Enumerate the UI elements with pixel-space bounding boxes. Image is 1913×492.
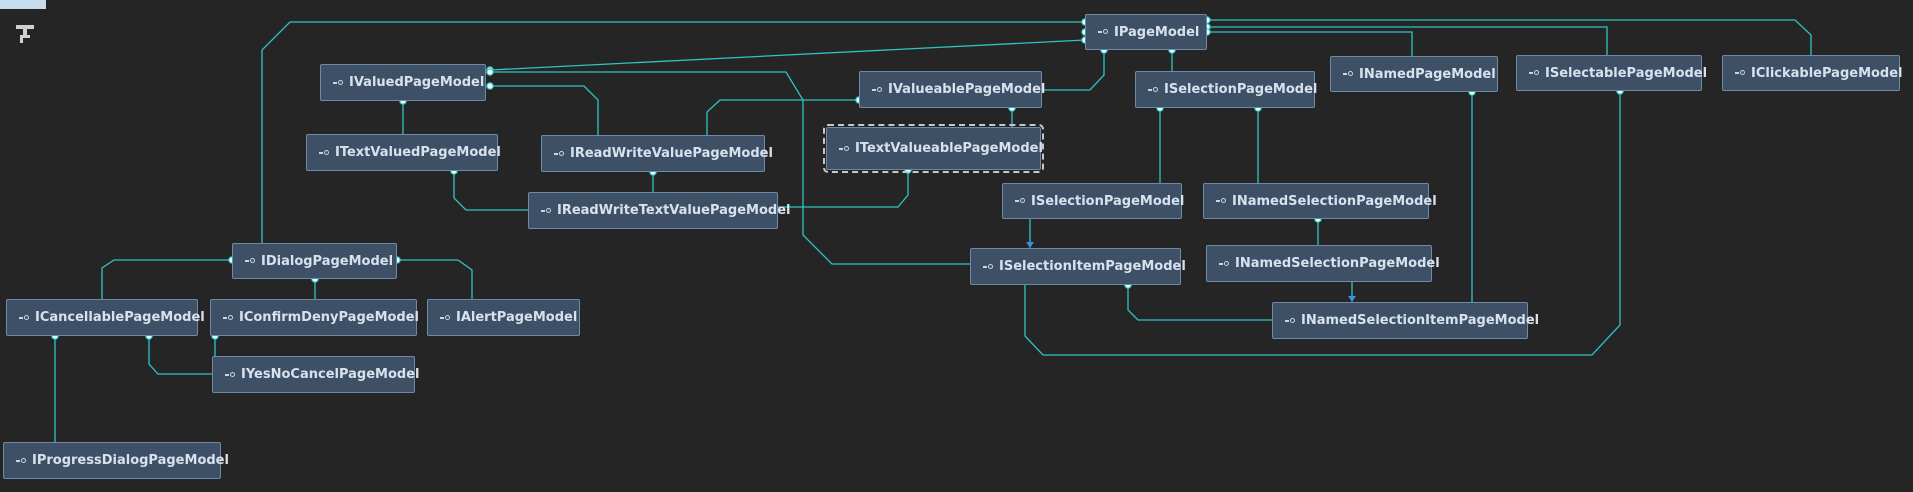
node-label: INamedSelectionPageModel — [1235, 256, 1440, 271]
node-iselectionpagemodel-2[interactable]: ISelectionPageModel — [1002, 183, 1185, 219]
node-label: IProgressDialogPageModel — [32, 453, 229, 468]
node-label: ISelectionItemPageModel — [999, 259, 1186, 274]
inheritance-edge — [148, 336, 212, 375]
node-ivalueablepagemodel[interactable]: IValueablePageModel — [859, 71, 1046, 108]
node-itextvaluedpagemodel[interactable]: ITextValuedPageModel — [306, 134, 501, 171]
node-inamedselectionpagemodel-2[interactable]: INamedSelectionPageModel — [1206, 245, 1440, 282]
inheritance-edge — [1207, 31, 1413, 56]
node-label: IAlertPageModel — [456, 310, 578, 325]
interface-icon — [319, 149, 329, 157]
node-label: ICancellablePageModel — [35, 310, 205, 325]
interface-icon — [1148, 86, 1158, 94]
connector-dot — [486, 68, 494, 76]
inheritance-edge — [101, 259, 232, 299]
inheritance-edge — [490, 71, 970, 265]
node-label: IConfirmDenyPageModel — [239, 310, 420, 325]
inheritance-edge — [453, 171, 528, 211]
inheritance-edge — [1207, 19, 1812, 55]
interface-icon — [554, 150, 564, 158]
node-iselectionpagemodel[interactable]: ISelectionPageModel — [1135, 71, 1318, 108]
inheritance-edge — [490, 85, 599, 135]
node-iprogressdialogpagemodel[interactable]: IProgressDialogPageModel — [3, 442, 229, 479]
node-inamedselectionitempagemodel[interactable]: INamedSelectionItemPageModel — [1272, 302, 1539, 339]
inheritance-edge — [1024, 91, 1621, 356]
toolbar-selection-highlight — [0, 0, 46, 9]
node-iyesnocancelpagemodel[interactable]: IYesNoCancelPageModel — [212, 356, 420, 393]
interface-icon — [1098, 28, 1108, 36]
interface-icon — [541, 207, 551, 215]
arrow-head — [1348, 296, 1356, 302]
interface-icon — [245, 257, 255, 265]
node-label: ISelectionPageModel — [1031, 193, 1185, 209]
node-label: ITextValuedPageModel — [335, 145, 501, 160]
node-inamedselectionpagemodel[interactable]: INamedSelectionPageModel — [1203, 183, 1437, 219]
interface-icon — [1015, 197, 1025, 205]
node-label: INamedSelectionPageModel — [1232, 193, 1437, 209]
node-label: ISelectablePageModel — [1545, 65, 1708, 81]
node-ireadwritetextvaluepagemodel[interactable]: IReadWriteTextValuePageModel — [528, 192, 790, 229]
node-ireadwritevaluepagemodel[interactable]: IReadWriteValuePageModel — [541, 135, 773, 172]
inheritance-edge — [261, 21, 1085, 243]
node-label: IPageModel — [1114, 24, 1200, 40]
node-inamedpagemodel[interactable]: INamedPageModel — [1330, 56, 1498, 92]
interface-icon — [1285, 317, 1295, 325]
interface-icon — [1735, 69, 1745, 77]
node-label: IDialogPageModel — [261, 253, 394, 269]
node-label: IClickablePageModel — [1751, 65, 1903, 81]
inheritance-edge — [397, 259, 473, 299]
node-label: ITextValueablePageModel — [855, 141, 1043, 156]
inheritance-edge — [1207, 26, 1608, 55]
interface-icon — [440, 314, 450, 322]
node-itextvalueablepagemodel[interactable]: ITextValueablePageModel — [823, 124, 1044, 173]
node-label: INamedPageModel — [1359, 66, 1496, 82]
node-iselectionitempagemodel[interactable]: ISelectionItemPageModel — [970, 248, 1186, 285]
node-label: INamedSelectionItemPageModel — [1301, 313, 1540, 328]
node-ivaluedpagemodel[interactable]: IValuedPageModel — [320, 64, 486, 101]
hierarchy-layout-icon[interactable] — [16, 25, 34, 43]
inheritance-edge — [489, 39, 1086, 71]
interface-icon — [1529, 69, 1539, 77]
node-label: IReadWriteValuePageModel — [570, 146, 773, 161]
node-iconfirmdenypagemodel[interactable]: IConfirmDenyPageModel — [210, 299, 420, 336]
node-idialogpagemodel[interactable]: IDialogPageModel — [232, 243, 397, 279]
interface-icon — [1219, 260, 1229, 268]
inheritance-edge — [1042, 50, 1105, 91]
node-label: IReadWriteTextValuePageModel — [557, 203, 791, 218]
node-label: IValueablePageModel — [888, 82, 1046, 97]
interface-icon — [983, 263, 993, 271]
node-iselectablepagemodel[interactable]: ISelectablePageModel — [1516, 55, 1707, 91]
interface-icon — [333, 79, 343, 87]
inheritance-edge — [706, 99, 859, 135]
node-ialertpagemodel[interactable]: IAlertPageModel — [427, 299, 580, 336]
arrow-head — [1026, 242, 1034, 248]
connector-dot — [486, 82, 494, 90]
node-iclickablepagemodel[interactable]: IClickablePageModel — [1722, 55, 1903, 91]
node-label: IYesNoCancelPageModel — [241, 367, 420, 382]
node-label: IValuedPageModel — [349, 75, 485, 90]
interface-icon — [16, 457, 26, 465]
interface-icon — [225, 371, 235, 379]
interface-icon — [19, 314, 29, 322]
interface-icon — [1343, 70, 1353, 78]
inheritance-edge — [1127, 285, 1272, 321]
node-icancellablepagemodel[interactable]: ICancellablePageModel — [6, 299, 205, 336]
interface-icon — [872, 86, 882, 94]
node-label: ISelectionPageModel — [1164, 82, 1318, 97]
interface-icon — [223, 314, 233, 322]
interface-icon — [839, 145, 849, 153]
node-ipagemodel[interactable]: IPageModel — [1085, 14, 1207, 50]
interface-icon — [1216, 197, 1226, 205]
inheritance-edge — [778, 170, 909, 208]
